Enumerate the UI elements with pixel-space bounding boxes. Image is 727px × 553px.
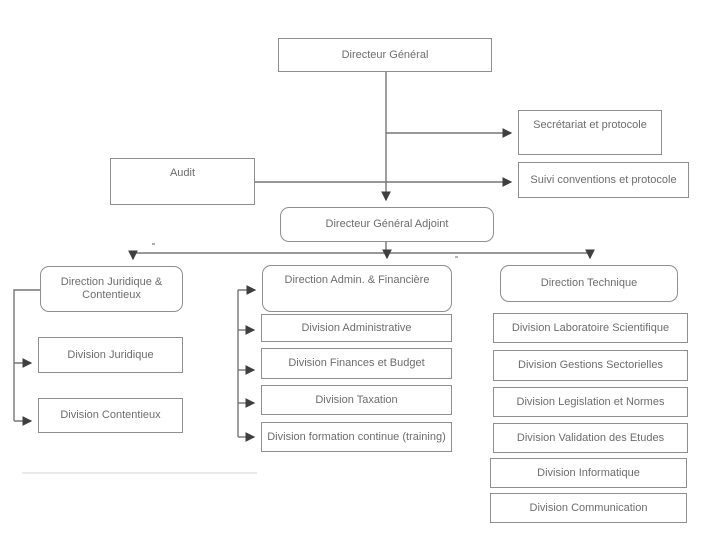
node-directeur-general: Directeur Général	[278, 38, 492, 72]
node-division-gestions: Division Gestions Sectorielles	[493, 350, 688, 381]
node-division-legislation: Division Legislation et Normes	[493, 387, 688, 417]
node-direction-admin: Direction Admin. & Financière	[262, 265, 452, 312]
node-division-formation: Division formation continue (training)	[261, 422, 452, 452]
node-division-validation: Division Validation des Etudes	[493, 423, 688, 453]
scan-smudge	[22, 472, 257, 474]
node-division-informatique: Division Informatique	[490, 458, 687, 488]
node-division-administrative: Division Administrative	[261, 314, 452, 342]
node-audit: Audit	[110, 158, 255, 205]
node-division-communication: Division Communication	[490, 493, 687, 523]
scan-speck	[152, 243, 155, 245]
node-division-finances: Division Finances et Budget	[261, 348, 452, 379]
node-division-contentieux: Division Contentieux	[38, 398, 183, 433]
node-suivi-conventions: Suivi conventions et protocole	[518, 162, 689, 198]
node-directeur-general-adjoint: Directeur Général Adjoint	[280, 207, 494, 242]
node-division-taxation: Division Taxation	[261, 385, 452, 415]
node-division-laboratoire: Division Laboratoire Scientifique	[493, 313, 688, 343]
node-direction-juridique: Direction Juridique & Contentieux	[40, 266, 183, 312]
node-division-juridique: Division Juridique	[38, 337, 183, 373]
connector-juridique-bracket	[13, 289, 40, 421]
node-direction-technique: Direction Technique	[500, 265, 678, 302]
scan-speck	[455, 256, 458, 258]
node-secretariat-et-protocole: Secrétariat et protocole	[518, 110, 662, 155]
